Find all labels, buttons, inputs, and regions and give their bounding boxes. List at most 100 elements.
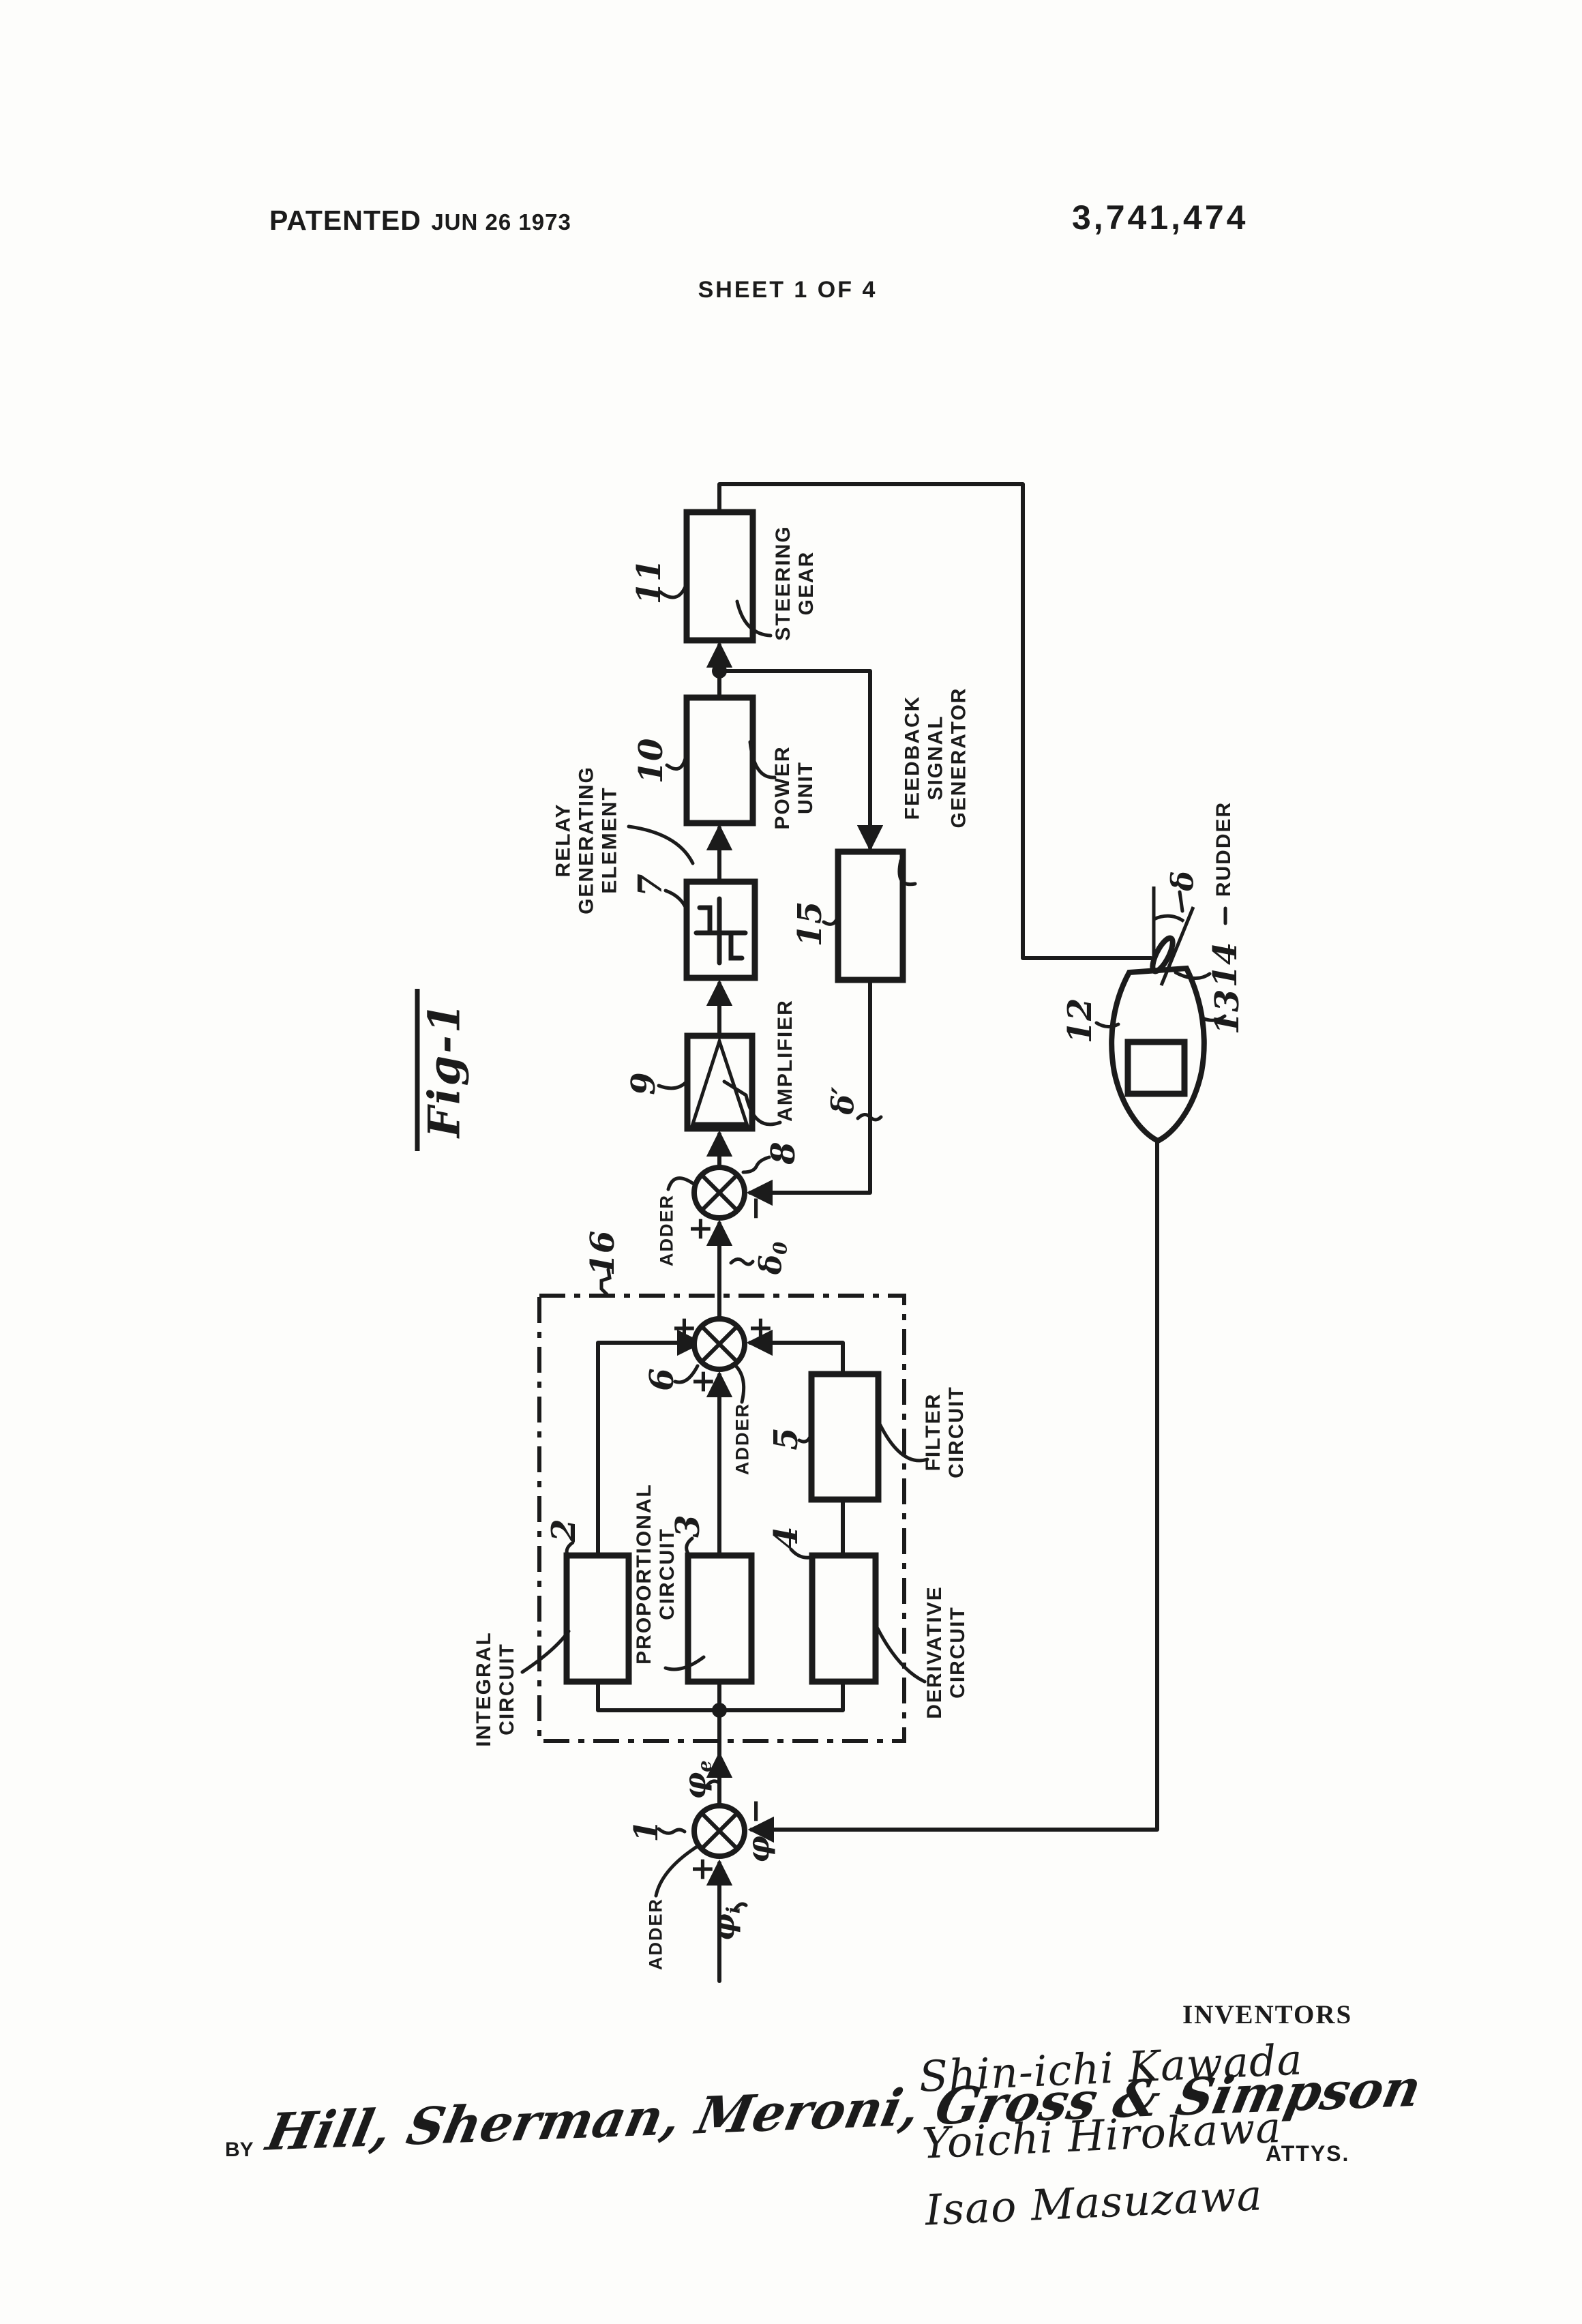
leader-ref-3	[685, 1536, 694, 1558]
ref-15: 15	[791, 901, 829, 947]
power-unit-label: POWER UNIT	[771, 745, 817, 830]
leader-ref-6	[673, 1364, 700, 1384]
ref-6: 6	[643, 1368, 681, 1391]
adder6-plus-right: +	[741, 1315, 778, 1342]
ref-8: 8	[764, 1142, 803, 1165]
squiggle-delta-prime	[856, 1113, 883, 1122]
block-filter-circuit	[808, 1371, 882, 1503]
derivative-circuit-label: DERIVATIVE CIRCUIT	[923, 1585, 969, 1719]
leader-ref-5	[797, 1429, 814, 1444]
adder6-label: ADDER	[732, 1402, 753, 1476]
block-power-unit	[683, 694, 756, 826]
leader-ref-10	[665, 754, 688, 771]
block-derivative-circuit	[809, 1552, 879, 1685]
ref-10: 10	[632, 738, 670, 784]
leader-ref-16	[599, 1268, 612, 1296]
ship-hull	[1109, 965, 1207, 1144]
adder1-minus-sign: −	[736, 1798, 773, 1825]
ref-4: 4	[767, 1526, 805, 1549]
ref-16: 16	[584, 1230, 622, 1277]
leader-ref-12	[1094, 1021, 1120, 1028]
adder6-plus-left: +	[665, 1315, 702, 1342]
leader-filter-label	[878, 1422, 929, 1463]
adder8-label: ADDER	[656, 1193, 677, 1267]
adder1-plus-sign: +	[683, 1856, 720, 1883]
rudder-label: RUDDER	[1212, 801, 1235, 897]
ref-13: 13	[1208, 989, 1247, 1035]
by-label: BY	[225, 2139, 254, 2161]
leader-steering-label	[735, 599, 773, 638]
feedback-signal-generator-label: FEEDBACK SIGNAL GENERATOR	[901, 687, 971, 829]
leader-amp-label	[722, 1079, 782, 1127]
wire-branch-to-fsg	[717, 669, 884, 852]
patented-date: JUN 26 1973	[431, 209, 571, 235]
squiggle-delta0	[729, 1257, 755, 1266]
patent-number: 3,741,474	[1072, 198, 1249, 237]
inventors-label: INVENTORS	[1182, 2000, 1353, 2029]
leader-relay-label	[627, 824, 695, 865]
wire-bus	[596, 1680, 845, 1712]
adder6-plus-bottom: +	[684, 1368, 721, 1395]
ref-5: 5	[767, 1427, 805, 1450]
junction-dot-bus	[712, 1703, 727, 1718]
attys-label: ATTYS.	[1266, 2141, 1350, 2166]
controller-dashed-box	[537, 1294, 906, 1743]
sheet-label: SHEET 1 OF 4	[698, 277, 878, 303]
leader-adder8-label	[666, 1176, 696, 1191]
filter-circuit-label: FILTER CIRCUIT	[921, 1386, 968, 1478]
adder-cross-icons	[700, 1173, 739, 1851]
ref-2: 2	[545, 1519, 583, 1542]
leader-ref-11	[658, 583, 688, 599]
patented-label: PATENTED	[269, 205, 421, 236]
rudder-angle-line	[1159, 906, 1195, 986]
amplifier-triangle-icon	[690, 1035, 749, 1126]
block-feedback-signal-generator	[835, 848, 906, 983]
ref-14: 14	[1206, 942, 1244, 988]
leader-ref-4	[789, 1547, 816, 1560]
signal-phi-e-sub: e	[693, 1760, 716, 1772]
inventor-names: Shin-ichi Kawada Yoichi Hirokawa Isao Ma…	[918, 2026, 1311, 2244]
signal-delta0-sub: 0	[769, 1241, 792, 1255]
wire-integral-to-adder6	[596, 1329, 704, 1558]
signal-delta-prime: δ′	[826, 1086, 861, 1115]
relay-hysteresis-icon	[693, 896, 748, 966]
junction-dot-top	[712, 664, 727, 679]
ref-12: 12	[1061, 998, 1099, 1044]
leader-ref-8	[741, 1155, 771, 1174]
steering-gear-label: STEERING GEAR	[771, 525, 818, 641]
signal-phi: φ	[741, 1836, 777, 1863]
leader-fsg-label	[897, 859, 917, 887]
wire-filter-to-adder6	[746, 1329, 845, 1376]
ship-cabin	[1124, 1039, 1188, 1097]
signal-phi-e: φe	[678, 1760, 716, 1799]
leader-ref-15	[822, 913, 840, 926]
leader-ref-1	[657, 1827, 687, 1835]
squiggle-phi-i	[733, 1902, 748, 1911]
leader-ref-7	[663, 889, 688, 910]
ref-9: 9	[625, 1072, 663, 1095]
signal-delta0-base: δ	[753, 1254, 789, 1275]
adder8-plus-sign: +	[681, 1215, 718, 1242]
ref-1: 1	[627, 1819, 666, 1843]
integral-circuit-label: INTEGRAL CIRCUIT	[472, 1631, 518, 1747]
rudder-blade	[1150, 935, 1176, 974]
block-steering-gear	[683, 509, 756, 644]
ref-7: 7	[631, 874, 670, 897]
signal-phi-e-base: φ	[678, 1772, 713, 1800]
proportional-circuit-label: PROPORTIONAL CIRCUIT	[632, 1483, 678, 1665]
leader-ref-13	[1202, 1014, 1227, 1022]
ref-11: 11	[630, 558, 668, 605]
patented-header: PATENTED JUN 26 1973	[269, 205, 571, 237]
signal-delta0: δ0	[754, 1242, 792, 1275]
leader-deriv-label	[876, 1626, 927, 1684]
signal-phi-i-sub: i	[722, 1906, 745, 1914]
amplifier-label: AMPLIFIER	[773, 999, 796, 1122]
wire-ship-feedback	[747, 1139, 1159, 1843]
adder1-label: ADDER	[645, 1897, 666, 1971]
leader-delta	[1178, 890, 1184, 913]
relay-generating-element-label: RELAY GENERATING ELEMENT	[552, 766, 622, 914]
adder8-minus-sign: −	[736, 1195, 773, 1222]
leader-ref-2	[565, 1540, 575, 1559]
